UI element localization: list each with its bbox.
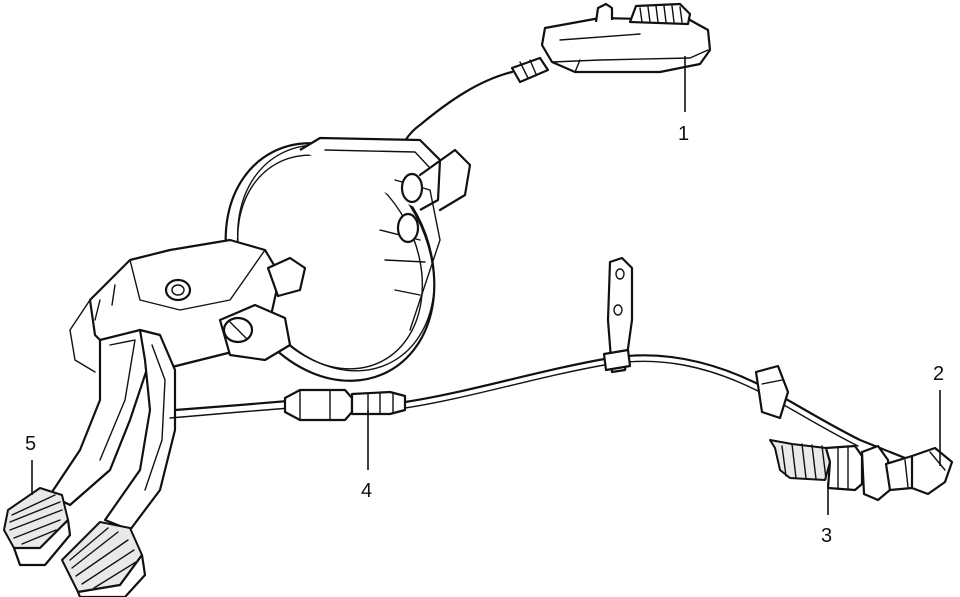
callout-3: 3 [821, 482, 832, 547]
cable-clip [754, 364, 790, 420]
callout-label-3: 3 [821, 525, 832, 547]
module-connector [398, 56, 550, 152]
brake-light-switch [283, 388, 407, 422]
callout-label-5: 5 [25, 433, 36, 455]
control-module [540, 2, 712, 74]
pedal-pad-right [61, 521, 147, 597]
callout-1: 1 [678, 56, 689, 145]
cable-bracket [602, 256, 634, 374]
sensor-cable [403, 354, 932, 470]
pedal-bracket [69, 238, 307, 373]
callout-4: 4 [361, 410, 372, 502]
wheel-speed-sensor [769, 439, 927, 502]
callout-label-4: 4 [361, 480, 372, 502]
pedal-pad-left [3, 487, 72, 567]
callout-5: 5 [25, 433, 36, 495]
callout-2: 2 [933, 363, 944, 466]
sensor-connector [910, 446, 954, 496]
callout-label-2: 2 [933, 363, 944, 385]
callout-label-1: 1 [678, 123, 689, 145]
